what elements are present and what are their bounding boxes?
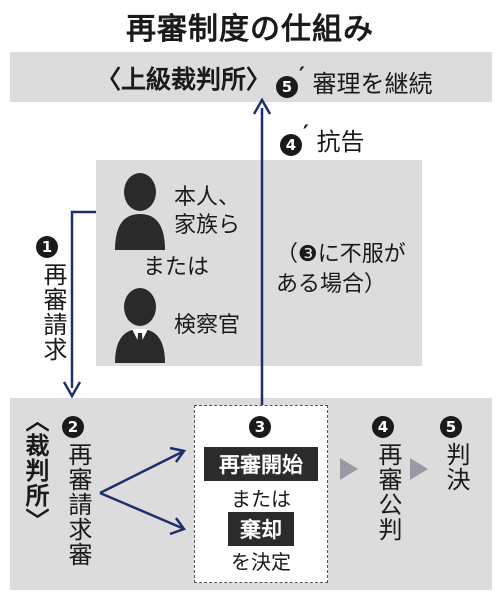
step-4-badge: 4 [372, 416, 394, 438]
flow-triangle-2 [410, 458, 428, 480]
step-2-badge: 2 [62, 416, 84, 438]
petitioner-label: 本人、 家族ら [174, 185, 241, 238]
prime-mark: ′ [299, 64, 305, 89]
prosecutor-icon [115, 288, 165, 363]
decision-suffix-label: を決定 [231, 550, 291, 574]
step-3-badge-wrap: 3 [249, 416, 271, 438]
dismissal-label: 棄却 [228, 512, 294, 546]
branch-arrowhead-reject [169, 517, 186, 536]
prosecutor-label: 検察官 [174, 313, 241, 338]
step-2-text: 再審請求審 [64, 442, 92, 567]
decision-or-label: または [231, 487, 291, 511]
branch-arrow-start [99, 450, 183, 495]
step-5-badge: 5 [440, 416, 462, 438]
step-1-badge: 1 [36, 236, 58, 258]
appeal-arrowhead [252, 97, 272, 115]
step-4-prime-badge: 4 [280, 134, 302, 156]
page-title: 再審制度の仕組み [126, 12, 374, 47]
step-4-prime-appeal: 4′ 抗告 [280, 122, 364, 157]
step-4-badge-wrap: 4 [372, 416, 394, 438]
step-2-badge-wrap: 2 [62, 416, 84, 438]
step-4-prime-text: 抗告 [316, 128, 365, 156]
step-5-prime-badge: 5 [276, 76, 298, 98]
step-1-badge-wrap: 1 [36, 236, 58, 258]
step-5-prime-continue-trial: 5′ 審理を継続 [276, 64, 432, 99]
step-4-text: 再審公判 [374, 442, 402, 542]
objection-note: （❸に不服が ある場合） [276, 242, 406, 297]
upper-court-label: 〈上級裁判所〉 [96, 65, 272, 94]
branch-arrowhead-start [169, 446, 187, 463]
step-5-prime-text: 審理を継続 [312, 70, 433, 98]
flow-triangle-1 [340, 458, 358, 480]
step-1-arrowhead [62, 381, 82, 399]
step-1-arrow [70, 210, 96, 388]
step-3-badge: 3 [249, 416, 271, 438]
person-icon [115, 173, 165, 250]
step-1-petition-text: 再審請求 [39, 262, 67, 362]
retrial-start-label: 再審開始 [204, 447, 318, 481]
step-5-text: 判決 [442, 442, 470, 492]
upper-court-band [10, 52, 492, 102]
court-label: 〈裁判所〉 [21, 408, 49, 533]
or-label: または [143, 255, 210, 280]
prime-mark: ′ [303, 122, 309, 147]
step-5-badge-wrap: 5 [440, 416, 462, 438]
branch-arrow-reject [99, 491, 183, 530]
